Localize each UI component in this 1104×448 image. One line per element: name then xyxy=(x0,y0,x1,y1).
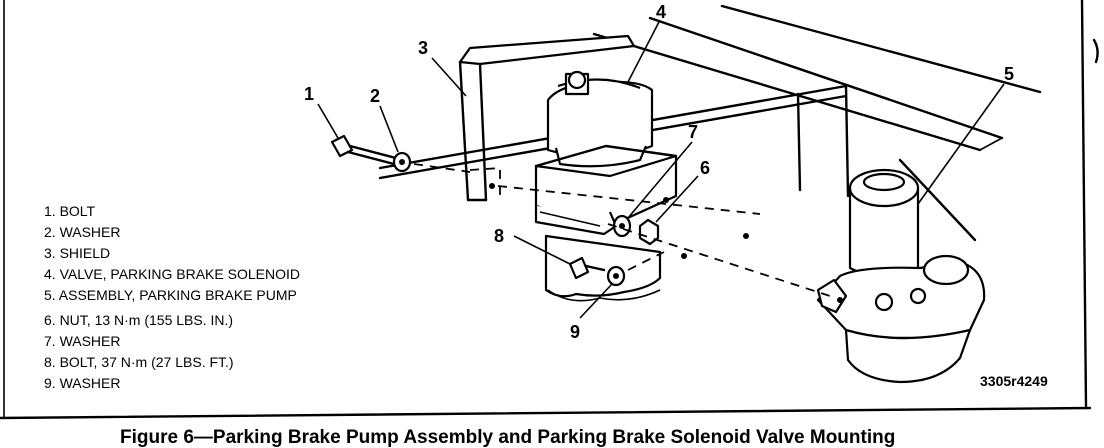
diagram-frame xyxy=(0,0,1099,420)
frame-rail xyxy=(378,4,1042,242)
legend-item: 8. BOLT, 37 N·m (27 LBS. FT.) xyxy=(44,354,234,370)
washer-9 xyxy=(606,265,626,287)
figure-number: 3305r4249 xyxy=(980,373,1048,389)
shield xyxy=(458,34,636,202)
callout-8: 8 xyxy=(494,226,504,246)
legend-item: 3. SHIELD xyxy=(44,245,110,261)
mounting-bracket xyxy=(544,234,662,302)
legend-item: 9. WASHER xyxy=(44,375,121,391)
legend-item: 1. BOLT xyxy=(44,203,96,219)
nut-6 xyxy=(638,218,660,246)
parking-brake-pump xyxy=(816,168,986,384)
callout-3: 3 xyxy=(418,38,428,58)
washer-2 xyxy=(392,151,412,173)
figure-caption: Figure 6—Parking Brake Pump Assembly and… xyxy=(120,427,895,448)
parts-legend: 1. BOLT 2. WASHER 3. SHIELD 4. VALVE, PA… xyxy=(44,203,300,391)
solenoid-valve xyxy=(534,70,678,236)
callout-9: 9 xyxy=(570,322,580,342)
callout-1: 1 xyxy=(304,84,314,104)
callout-5: 5 xyxy=(1004,64,1014,84)
bolt-8 xyxy=(568,256,606,280)
callout-leaders xyxy=(317,19,1005,319)
callout-7: 7 xyxy=(688,122,698,142)
legend-item: 2. WASHER xyxy=(44,224,121,240)
callout-2: 2 xyxy=(370,86,380,106)
legend-item: 6. NUT, 13 N·m (155 LBS. IN.) xyxy=(44,312,233,328)
alignment-lines xyxy=(413,163,831,297)
legend-item: 7. WASHER xyxy=(44,333,121,349)
legend-item: 4. VALVE, PARKING BRAKE SOLENOID xyxy=(44,266,300,282)
callout-6: 6 xyxy=(700,158,710,178)
legend-item: 5. ASSEMBLY, PARKING BRAKE PUMP xyxy=(44,287,297,303)
callout-4: 4 xyxy=(656,2,666,22)
callout-numbers: 1 2 3 4 5 6 7 8 9 xyxy=(304,2,1014,342)
bolt-1 xyxy=(330,134,398,166)
